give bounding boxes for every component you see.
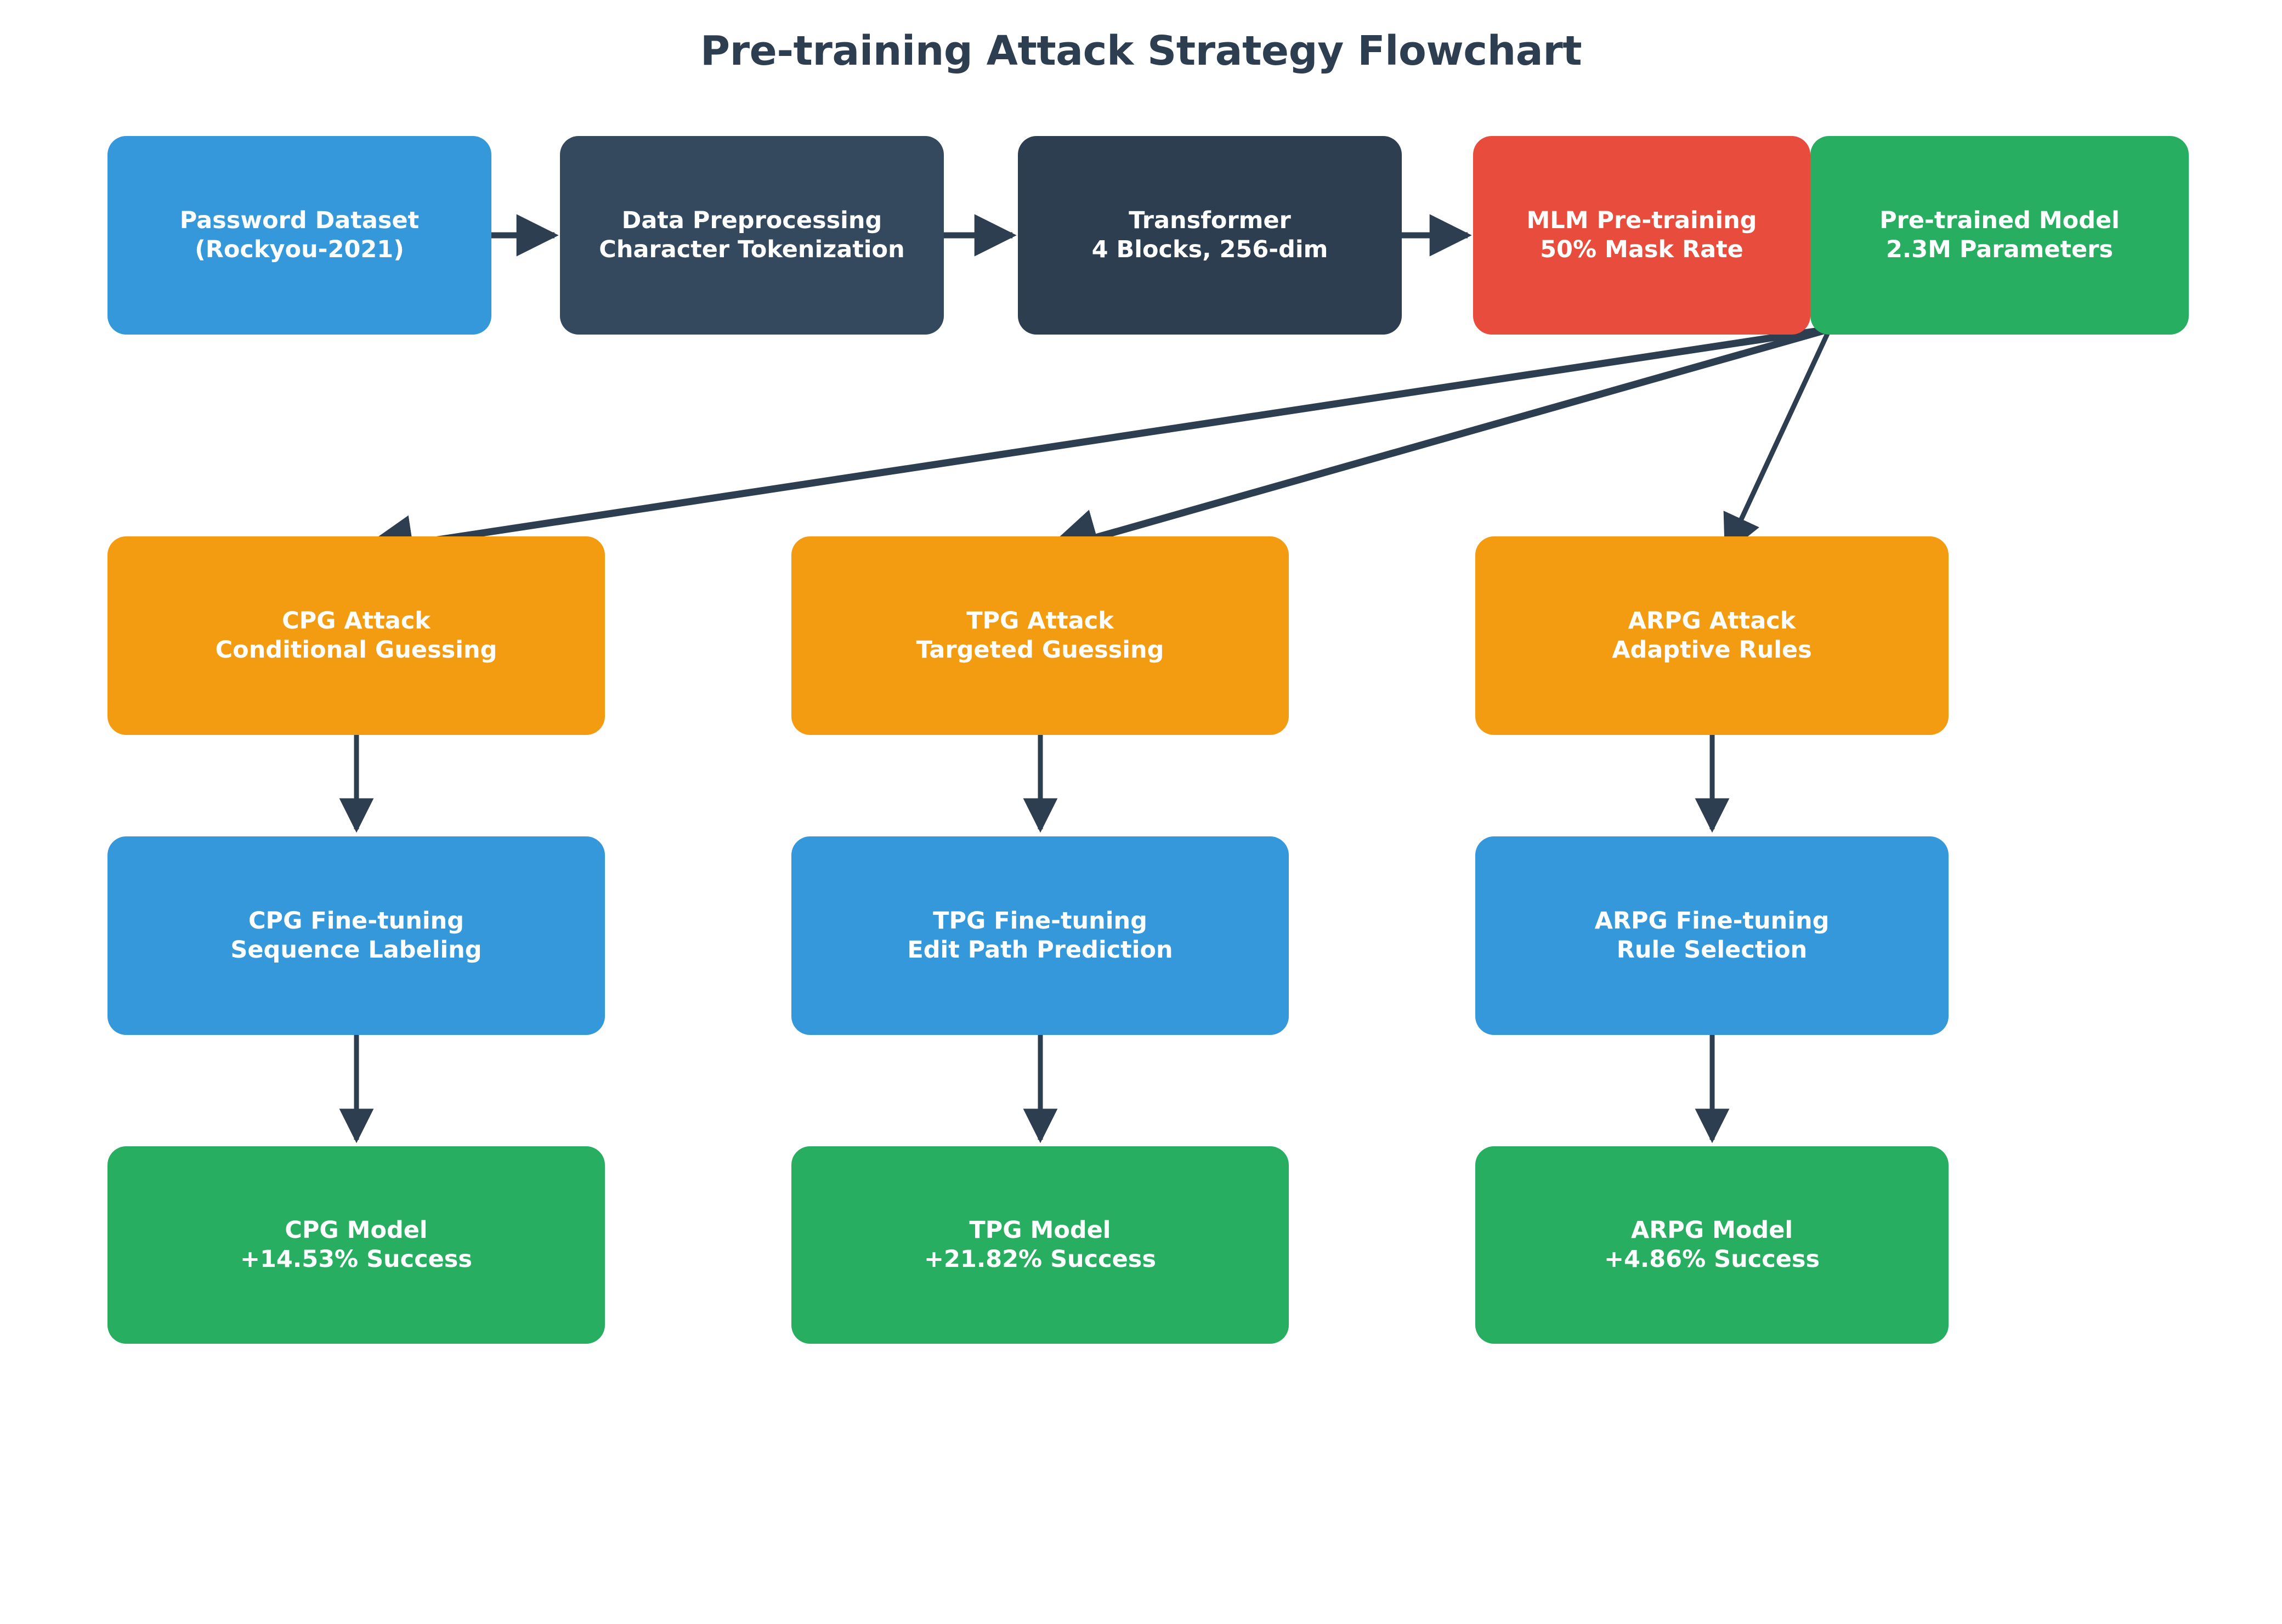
node-line-1: ARPG Model (1630, 1216, 1793, 1244)
edge-pretrain-to-tpg-attack (1041, 325, 1831, 565)
node-line-1: Pre-trained Model (1879, 206, 2120, 234)
node-line-2: +21.82% Success (924, 1246, 1156, 1273)
node-line-2: +4.86% Success (1604, 1246, 1820, 1273)
edge-pretrain-to-arpg-attack (1723, 328, 1832, 555)
node-line-2: Targeted Guessing (916, 636, 1164, 664)
node-pretrained-model[interactable]: Pre-trained Model 2.3M Parameters (1810, 136, 2189, 335)
node-line-1: TPG Model (969, 1216, 1111, 1244)
node-arpg-model[interactable]: ARPG Model +4.86% Success (1475, 1146, 1949, 1344)
node-transformer[interactable]: Transformer 4 Blocks, 256-dim (1018, 136, 1402, 335)
node-data-preprocessing[interactable]: Data Preprocessing Character Tokenizatio… (560, 136, 944, 335)
node-line-1: CPG Fine-tuning (248, 907, 464, 935)
node-mlm-pretraining[interactable]: MLM Pre-training 50% Mask Rate (1473, 136, 1810, 335)
node-line-1: Transformer (1129, 206, 1291, 234)
node-arpg-finetuning[interactable]: ARPG Fine-tuning Rule Selection (1475, 836, 1949, 1035)
edge-pretrain-to-cpg-attack (356, 325, 1830, 572)
node-line-2: Rule Selection (1616, 936, 1808, 964)
node-line-2: Sequence Labeling (230, 936, 482, 964)
page-title: Pre-training Attack Strategy Flowchart (700, 27, 1582, 75)
node-tpg-model[interactable]: TPG Model +21.82% Success (791, 1146, 1289, 1344)
node-line-1: Data Preprocessing (621, 206, 882, 234)
node-line-1: CPG Attack (282, 607, 431, 635)
node-arpg-attack[interactable]: ARPG Attack Adaptive Rules (1475, 536, 1949, 735)
node-line-2: 2.3M Parameters (1885, 236, 2114, 263)
node-line-1: TPG Fine-tuning (933, 907, 1147, 935)
node-line-1: ARPG Attack (1628, 607, 1796, 635)
node-line-1: TPG Attack (966, 607, 1114, 635)
node-cpg-attack[interactable]: CPG Attack Conditional Guessing (107, 536, 605, 735)
node-line-2: Edit Path Prediction (907, 936, 1173, 964)
node-line-2: Character Tokenization (599, 236, 905, 263)
node-line-2: Adaptive Rules (1612, 636, 1812, 664)
node-tpg-attack[interactable]: TPG Attack Targeted Guessing (791, 536, 1289, 735)
node-line-2: (Rockyou-2021) (195, 236, 404, 263)
node-password-dataset[interactable]: Password Dataset (Rockyou-2021) (107, 136, 491, 335)
node-cpg-model[interactable]: CPG Model +14.53% Success (107, 1146, 605, 1344)
node-line-1: MLM Pre-training (1526, 206, 1757, 234)
node-tpg-finetuning[interactable]: TPG Fine-tuning Edit Path Prediction (791, 836, 1289, 1035)
node-line-2: +14.53% Success (240, 1246, 472, 1273)
node-line-2: Conditional Guessing (215, 636, 497, 664)
node-cpg-finetuning[interactable]: CPG Fine-tuning Sequence Labeling (107, 836, 605, 1035)
node-line-2: 50% Mask Rate (1540, 236, 1743, 263)
node-line-1: CPG Model (285, 1216, 428, 1244)
node-line-1: ARPG Fine-tuning (1594, 907, 1830, 935)
node-line-1: Password Dataset (179, 206, 420, 234)
node-line-2: 4 Blocks, 256-dim (1091, 236, 1328, 263)
